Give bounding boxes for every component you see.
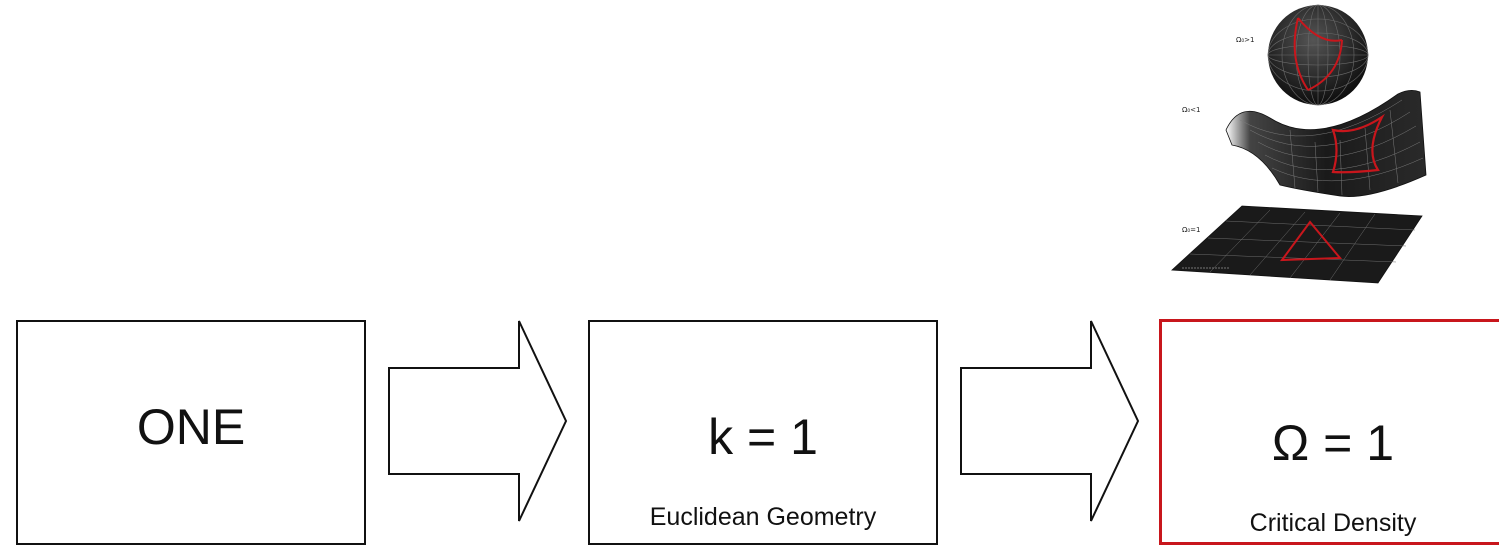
universe-geometry-figure: Ω₀>1 Ω₀<1 Ω₀=1 bbox=[1171, 4, 1427, 284]
concept-box-curvature: k = 1 Euclidean Geometry bbox=[588, 320, 938, 545]
sphere-surface bbox=[1267, 4, 1369, 106]
density-description: Critical Density bbox=[1249, 509, 1417, 537]
label-flat: Ω₀=1 bbox=[1182, 226, 1200, 234]
label-closed: Ω₀>1 bbox=[1236, 36, 1254, 44]
right-arrow-icon bbox=[388, 320, 568, 522]
label-open: Ω₀<1 bbox=[1182, 106, 1200, 114]
right-arrow-icon bbox=[960, 320, 1140, 522]
density-equation: Ω = 1 bbox=[1271, 415, 1395, 471]
concept-box-one: ONE bbox=[16, 320, 366, 545]
curvature-description: Euclidean Geometry bbox=[649, 503, 877, 531]
curvature-equation: k = 1 bbox=[708, 409, 818, 465]
concept-one-label: ONE bbox=[136, 399, 246, 455]
concept-box-density: Ω = 1 Critical Density bbox=[1159, 319, 1499, 545]
flat-plane-surface bbox=[1171, 205, 1423, 284]
saddle-surface bbox=[1225, 90, 1427, 197]
